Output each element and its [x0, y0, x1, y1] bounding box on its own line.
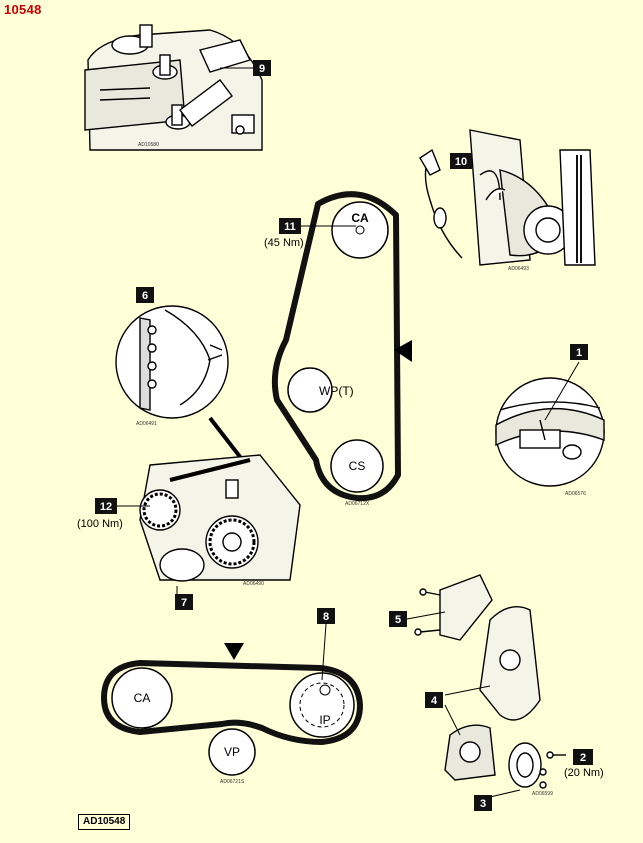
illustration-belt-covers-exploded — [414, 574, 566, 798]
callout-6-number: 6 — [142, 290, 148, 302]
callout-11-number: 11 — [284, 221, 296, 233]
lower-belt-layout: CA IP VP AD06721S — [101, 623, 363, 785]
callout-10-number: 10 — [455, 156, 467, 168]
lower-timing-belt — [101, 660, 363, 745]
callout-1: 1 — [570, 344, 588, 360]
callout-11: 11 (45 Nm) — [264, 218, 356, 249]
ref-top-left: AD10580 — [138, 142, 159, 148]
ref-lower-left: AD06490 — [243, 581, 264, 587]
illustration-tensioner-adjust — [419, 129, 596, 266]
callout-2: 2 (20 Nm) — [564, 749, 604, 779]
callout-7: 7 — [175, 594, 193, 610]
lower-cam-label: CA — [134, 691, 151, 705]
illustration-crank-detail-circle — [115, 305, 260, 482]
upper-cs-label: CS — [349, 459, 366, 473]
ref-lower-right: AD06599 — [532, 791, 553, 797]
callout-11-torque: (45 Nm) — [264, 237, 304, 249]
upper-belt-layout: CA WP(T) CS AD06712X — [271, 191, 412, 507]
callout-5-number: 5 — [395, 614, 401, 626]
ref-mid-right: AD06576 — [565, 491, 586, 497]
callout-12: 12 (100 Nm) — [77, 498, 150, 530]
lower-ip-label: IP — [319, 713, 330, 727]
ref-top-right: AD06493 — [508, 266, 529, 272]
upper-cam-label: CA — [351, 211, 369, 225]
callout-1-number: 1 — [576, 347, 582, 359]
callout-7-number: 7 — [181, 597, 187, 609]
callout-10: 10 — [450, 153, 472, 169]
callout-12-number: 12 — [100, 501, 112, 513]
lower-vp-label: VP — [224, 745, 240, 759]
lower-cam-pulley — [111, 667, 173, 729]
water-pump-pulley — [287, 367, 333, 413]
crank-pulley — [330, 439, 384, 493]
illustration-crank-gear — [139, 454, 301, 598]
callout-2-number: 2 — [580, 752, 586, 764]
footer-code: AD10548 — [78, 814, 131, 830]
page-title: 10548 — [4, 2, 42, 17]
callout-9-number: 9 — [259, 63, 265, 75]
ref-lower-belt: AD06721S — [220, 779, 245, 785]
callout-3: 3 — [474, 795, 492, 811]
callout-6: 6 — [136, 287, 154, 303]
belt-direction-arrow-upper — [394, 340, 412, 362]
illustration-tdc-marks-circle — [495, 361, 605, 487]
belt-direction-arrow-lower — [224, 643, 244, 660]
upper-wp-label: WP(T) — [319, 384, 354, 398]
ref-upper-belt: AD06712X — [345, 501, 370, 507]
callout-2-torque: (20 Nm) — [564, 767, 604, 779]
callout-9: 9 — [220, 60, 271, 76]
ref-mid-left: AD06491 — [136, 421, 157, 427]
illustration-camshaft-cover — [84, 24, 263, 151]
callout-3-number: 3 — [480, 798, 486, 810]
callout-4: 4 — [425, 692, 443, 708]
vacuum-pump-pulley — [208, 728, 256, 776]
callout-5: 5 — [389, 611, 446, 627]
callout-8-number: 8 — [323, 611, 329, 623]
callout-12-torque: (100 Nm) — [77, 518, 123, 530]
callout-8: 8 — [317, 608, 335, 624]
callout-4-number: 4 — [431, 695, 438, 707]
upper-timing-belt — [271, 191, 401, 502]
